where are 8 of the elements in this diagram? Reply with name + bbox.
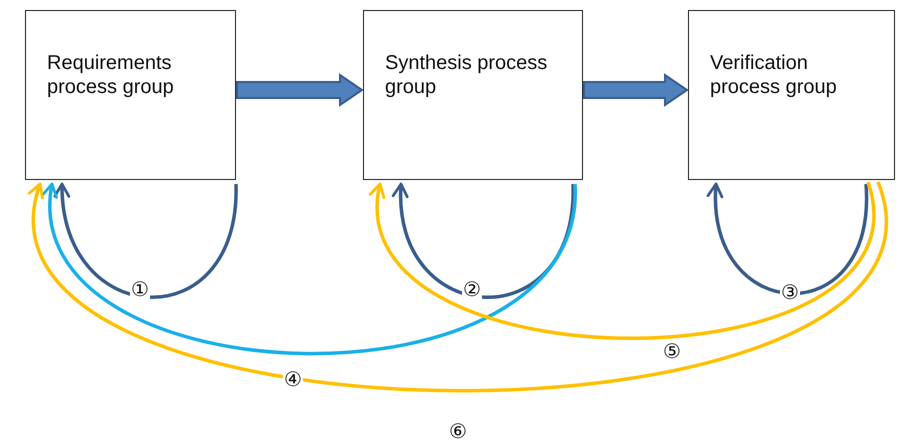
block-arrow — [236, 73, 364, 107]
process-box — [688, 10, 895, 180]
box-label: Requirements process group — [47, 51, 175, 99]
process-box — [25, 10, 236, 180]
process-box — [363, 10, 583, 180]
box-label: Synthesis process group — [385, 51, 548, 99]
block-arrow — [583, 73, 689, 107]
box-label: Verification process group — [710, 51, 838, 99]
